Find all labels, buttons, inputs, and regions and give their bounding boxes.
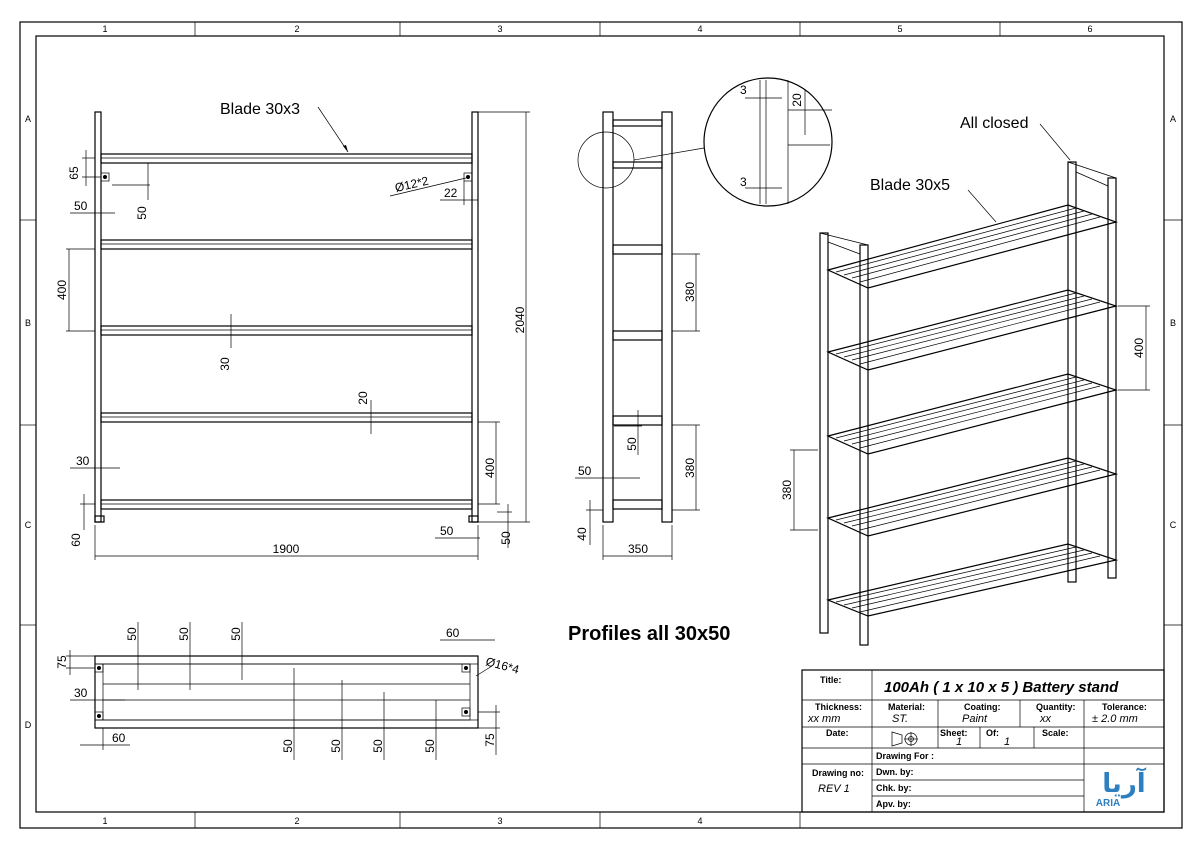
top-hole-label: Ø16*4 bbox=[484, 654, 521, 676]
tb-title-label: Title: bbox=[820, 675, 841, 685]
tb-quantity-value: xx bbox=[1039, 713, 1052, 725]
iso-blade-label: Blade 30x5 bbox=[870, 177, 950, 194]
front-view: Blade 30x3 Ø12*2 65 50 50 22 400 30 20 3… bbox=[55, 101, 530, 560]
zone-row-d: D bbox=[25, 720, 32, 730]
side-dim-380-bottom: 380 bbox=[683, 458, 697, 478]
zone-row-b: B bbox=[25, 318, 31, 328]
tb-coating-label: Coating: bbox=[964, 702, 1001, 712]
zone-col-1: 1 bbox=[102, 24, 107, 34]
front-dim-1900: 1900 bbox=[273, 542, 300, 556]
front-blade-label: Blade 30x3 bbox=[220, 101, 300, 118]
tb-date-label: Date: bbox=[826, 728, 849, 738]
detail-dim-3-top: 3 bbox=[740, 83, 747, 97]
front-dim-400-top: 400 bbox=[55, 280, 69, 300]
tb-drawing-no-label: Drawing no: bbox=[812, 768, 864, 778]
zone-row-b-right: B bbox=[1170, 318, 1176, 328]
tb-material-label: Material: bbox=[888, 702, 925, 712]
side-dim-50-inner: 50 bbox=[625, 437, 639, 451]
top-dim-30: 30 bbox=[74, 686, 88, 700]
iso-dim-380: 380 bbox=[780, 480, 794, 500]
front-dim-60: 60 bbox=[69, 533, 83, 547]
zone-col-2-bottom: 2 bbox=[294, 816, 299, 826]
top-dim-75-right: 75 bbox=[483, 733, 497, 747]
tb-scale-label: Scale: bbox=[1042, 728, 1069, 738]
title-block: Title: 100Ah ( 1 x 10 x 5 ) Battery stan… bbox=[801, 669, 1165, 813]
top-dim-75-left: 75 bbox=[55, 655, 69, 669]
front-dim-50-foot: 50 bbox=[440, 524, 454, 538]
top-dim-50-c: 50 bbox=[229, 627, 243, 641]
tb-thickness-label: Thickness: bbox=[815, 702, 862, 712]
front-dim-2040: 2040 bbox=[513, 306, 527, 333]
front-hole-label: Ø12*2 bbox=[394, 174, 431, 195]
zone-col-5: 5 bbox=[897, 24, 902, 34]
tb-chk-label: Chk. by: bbox=[876, 783, 912, 793]
zone-col-3-bottom: 3 bbox=[497, 816, 502, 826]
side-dim-350: 350 bbox=[628, 542, 648, 556]
top-dim-50-bottom-a: 50 bbox=[281, 739, 295, 753]
company-logo: آریا ARIA bbox=[1096, 767, 1147, 809]
top-dim-50-b: 50 bbox=[177, 627, 191, 641]
iso-closed-label: All closed bbox=[960, 115, 1028, 132]
zone-row-a: A bbox=[25, 114, 31, 124]
tb-tolerance-value: ± 2.0 mm bbox=[1092, 713, 1138, 725]
tb-quantity-label: Quantity: bbox=[1036, 702, 1076, 712]
tb-sheet-value: 1 bbox=[956, 736, 962, 748]
detail-dim-3-bottom: 3 bbox=[740, 175, 747, 189]
front-dim-30-post: 30 bbox=[76, 454, 90, 468]
front-dim-20: 20 bbox=[356, 391, 370, 405]
iso-dim-400: 400 bbox=[1132, 338, 1146, 358]
detail-dim-20: 20 bbox=[790, 93, 804, 107]
top-dim-60-left: 60 bbox=[112, 731, 126, 745]
zone-col-6: 6 bbox=[1087, 24, 1092, 34]
tb-sheet-label: Sheet: bbox=[940, 728, 968, 738]
tb-material-value: ST. bbox=[892, 713, 908, 725]
tb-dwn-label: Dwn. by: bbox=[876, 767, 914, 777]
tb-tolerance-label: Tolerance: bbox=[1102, 702, 1147, 712]
front-dim-50-vertical: 50 bbox=[135, 206, 149, 220]
sheet-border bbox=[19, 21, 1183, 829]
zone-row-a-right: A bbox=[1170, 114, 1176, 124]
tb-drawing-no-value: REV 1 bbox=[818, 783, 850, 795]
front-dim-30-shelf: 30 bbox=[218, 357, 232, 371]
side-dim-380-top: 380 bbox=[683, 282, 697, 302]
top-dim-50-a: 50 bbox=[125, 627, 139, 641]
top-dim-50-bottom-d: 50 bbox=[423, 739, 437, 753]
front-dim-50-horizontal: 50 bbox=[74, 199, 88, 213]
tb-of-value: 1 bbox=[1004, 736, 1010, 748]
zone-labels: 1 2 3 4 5 6 1 2 3 4 A B C D A B C bbox=[25, 24, 1177, 826]
side-view: 380 50 380 50 40 350 bbox=[575, 111, 705, 560]
top-view: 50 50 50 60 75 30 Ø16*4 60 50 50 50 50 7… bbox=[55, 622, 521, 760]
zone-col-4: 4 bbox=[697, 24, 702, 34]
front-dim-400-bottom: 400 bbox=[483, 458, 497, 478]
tb-of-label: Of: bbox=[986, 728, 999, 738]
zone-row-c-right: C bbox=[1170, 520, 1177, 530]
iso-view: All closed Blade 30x5 400 380 bbox=[780, 115, 1150, 646]
logo-subtext: ARIA bbox=[1096, 798, 1120, 809]
side-dim-50-outer: 50 bbox=[578, 464, 592, 478]
zone-col-2: 2 bbox=[294, 24, 299, 34]
projection-symbol-icon bbox=[891, 731, 918, 747]
top-dim-50-bottom-b: 50 bbox=[329, 739, 343, 753]
profiles-note: Profiles all 30x50 bbox=[568, 623, 730, 645]
tb-drawing-for-label: Drawing For : bbox=[876, 751, 934, 761]
logo-text: آریا bbox=[1102, 767, 1146, 798]
zone-row-c: C bbox=[25, 520, 32, 530]
tb-apv-label: Apv. by: bbox=[876, 799, 911, 809]
zone-col-4-bottom: 4 bbox=[697, 816, 702, 826]
tb-thickness-value: xx mm bbox=[807, 713, 840, 725]
top-dim-60-right: 60 bbox=[446, 626, 460, 640]
front-dim-22: 22 bbox=[444, 186, 458, 200]
front-dim-50-right: 50 bbox=[499, 531, 513, 545]
zone-col-1-bottom: 1 bbox=[102, 816, 107, 826]
tb-coating-value: Paint bbox=[962, 713, 988, 725]
side-dim-40: 40 bbox=[575, 527, 589, 541]
front-dim-65: 65 bbox=[67, 166, 81, 180]
tb-title-value: 100Ah ( 1 x 10 x 5 ) Battery stand bbox=[884, 679, 1119, 696]
detail-view: 3 20 3 bbox=[703, 77, 833, 207]
top-dim-50-bottom-c: 50 bbox=[371, 739, 385, 753]
zone-col-3: 3 bbox=[497, 24, 502, 34]
